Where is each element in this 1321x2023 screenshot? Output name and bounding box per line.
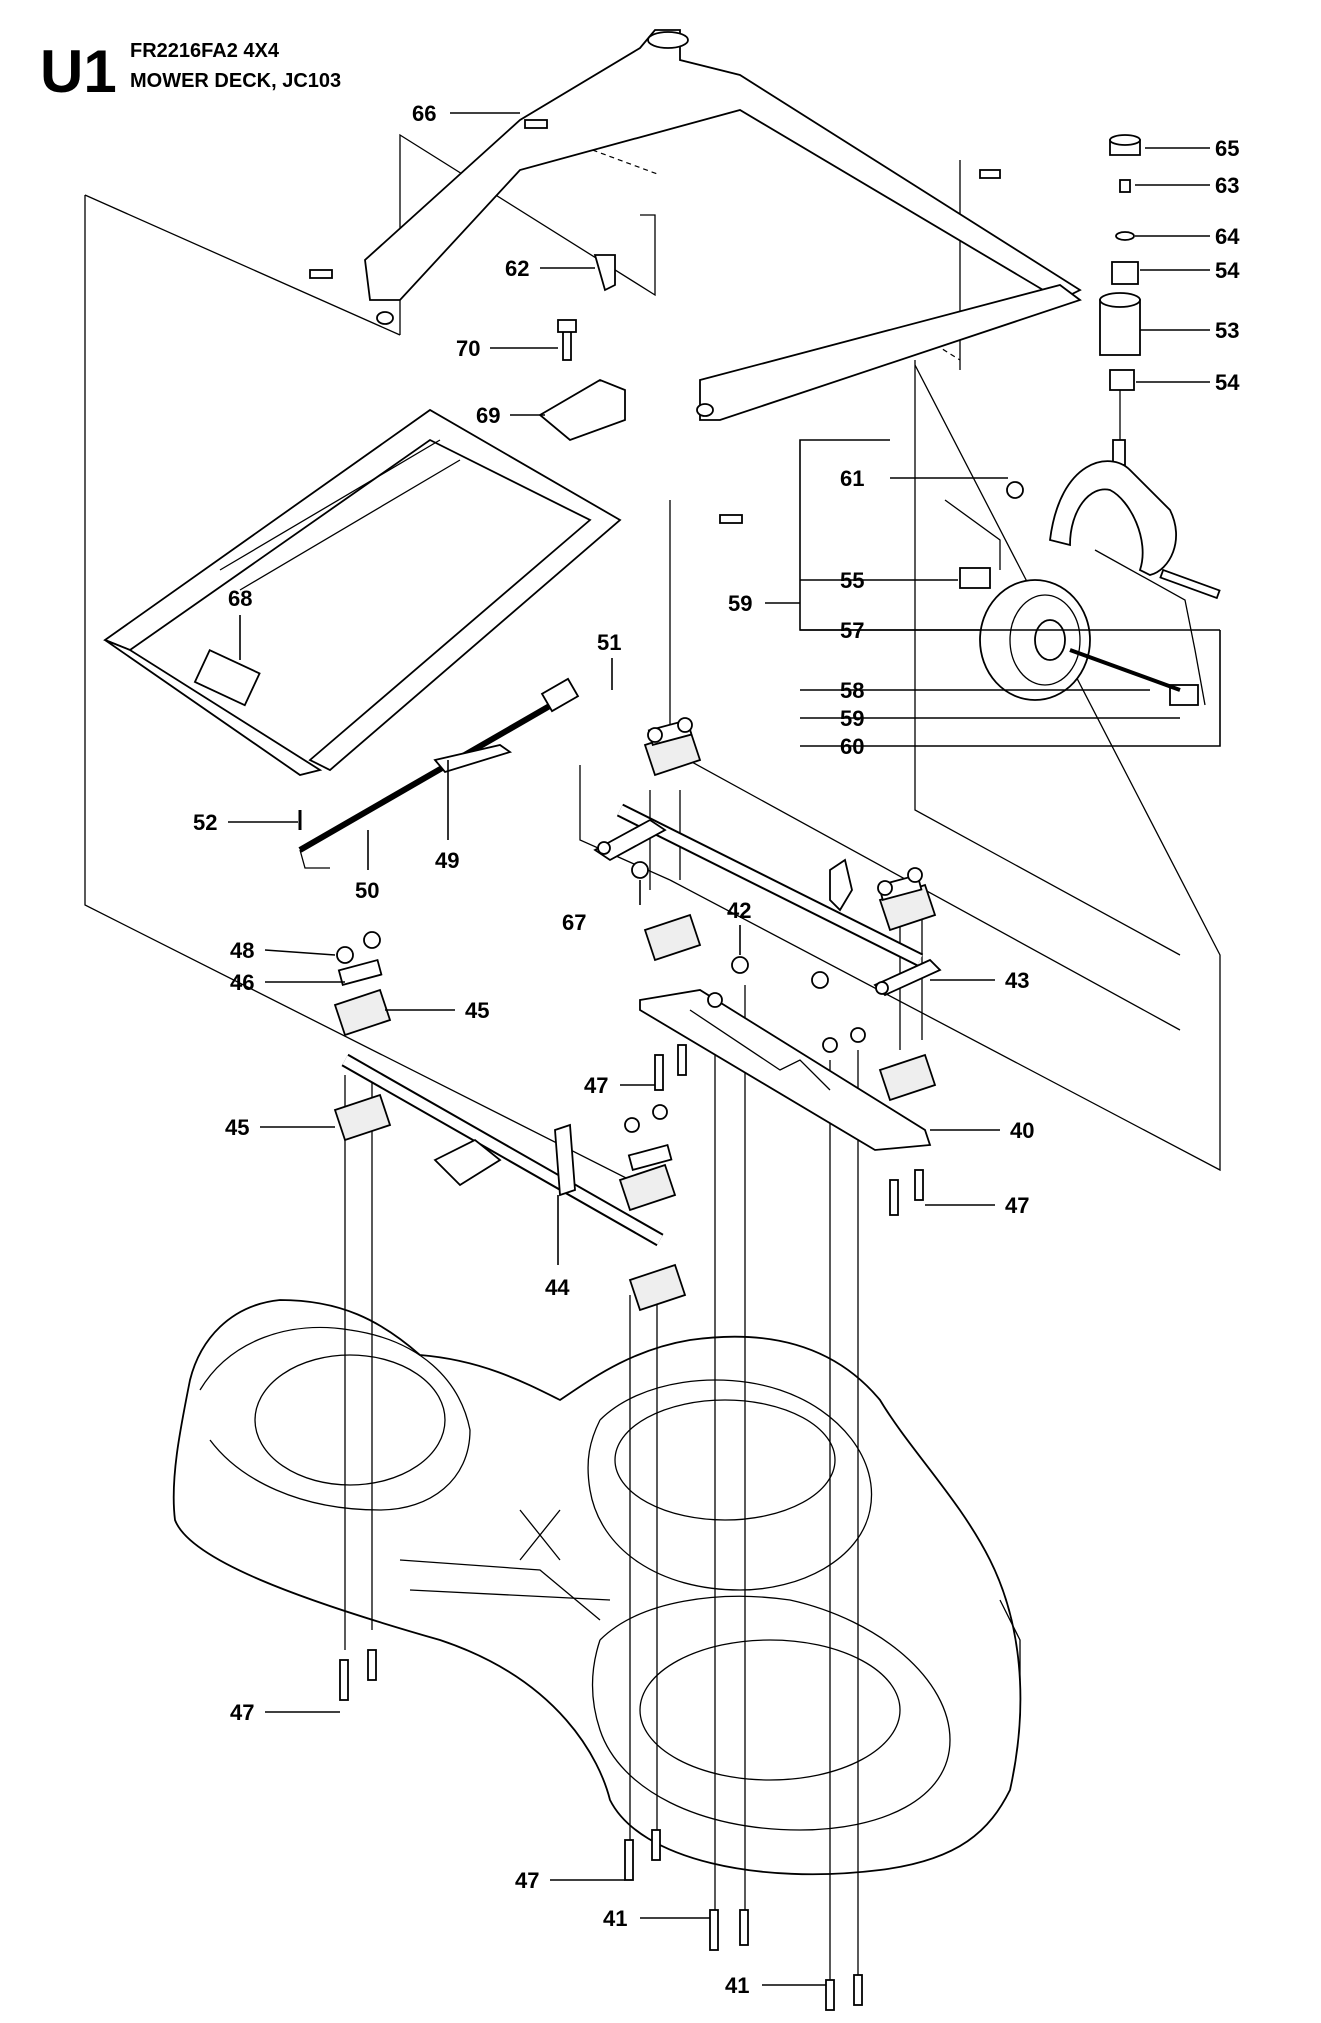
part-callouts: 66 65 63 64 54 53 54 62 70 69 59 61 <box>193 101 1240 1998</box>
callout-54-upper: 54 <box>1215 258 1240 283</box>
section-code: U1 <box>40 38 117 105</box>
callout-66: 66 <box>412 101 436 126</box>
callout-60: 60 <box>840 734 864 759</box>
callout-68: 68 <box>228 586 252 611</box>
callout-58: 58 <box>840 678 864 703</box>
support-bar-40 <box>639 989 932 1151</box>
callout-70: 70 <box>456 336 480 361</box>
callout-65: 65 <box>1215 136 1239 161</box>
callout-41-lower: 41 <box>725 1973 749 1998</box>
callout-47-right: 47 <box>1005 1193 1029 1218</box>
callout-61: 61 <box>840 466 864 491</box>
caster-wheel-assembly <box>944 134 1206 706</box>
front-pivot-shaft <box>593 803 942 997</box>
callout-47-center: 47 <box>584 1073 608 1098</box>
callout-69: 69 <box>476 403 500 428</box>
callout-67: 67 <box>562 910 586 935</box>
diagram-title: MOWER DECK, JC103 <box>130 70 342 92</box>
callout-59-lower: 59 <box>840 706 864 731</box>
bracket-69 <box>538 254 626 442</box>
rear-shaft-44 <box>341 1053 664 1247</box>
callout-57: 57 <box>840 618 864 643</box>
callout-62: 62 <box>505 256 529 281</box>
callout-51: 51 <box>597 630 621 655</box>
callout-54-lower: 54 <box>1215 370 1240 395</box>
callout-40: 40 <box>1010 1118 1034 1143</box>
callout-41-upper: 41 <box>603 1906 627 1931</box>
bolts <box>309 119 1221 2011</box>
callout-47-bottom: 47 <box>515 1868 539 1893</box>
deck-lift-frame <box>103 408 622 776</box>
callout-45-lower: 45 <box>225 1115 249 1140</box>
callout-47-left: 47 <box>230 1700 254 1725</box>
model-name: FR2216FA2 4X4 <box>130 40 279 62</box>
callout-63: 63 <box>1215 173 1239 198</box>
callout-45-upper: 45 <box>465 998 489 1023</box>
callout-43: 43 <box>1005 968 1029 993</box>
callout-52: 52 <box>193 810 217 835</box>
rod-assembly <box>298 677 580 869</box>
nuts <box>336 481 1024 1133</box>
callout-44: 44 <box>545 1275 570 1300</box>
callout-50: 50 <box>355 878 379 903</box>
callout-59-upper: 55 <box>840 568 864 593</box>
lift-frame-upper <box>364 29 1082 421</box>
callout-48: 48 <box>230 938 254 963</box>
callout-53: 53 <box>1215 318 1239 343</box>
callout-55: 59 <box>728 591 752 616</box>
callout-46: 46 <box>230 970 254 995</box>
callout-64: 64 <box>1215 224 1240 249</box>
mower-deck-shell <box>172 1299 1022 1876</box>
callout-42: 42 <box>727 898 751 923</box>
callout-49: 49 <box>435 848 459 873</box>
